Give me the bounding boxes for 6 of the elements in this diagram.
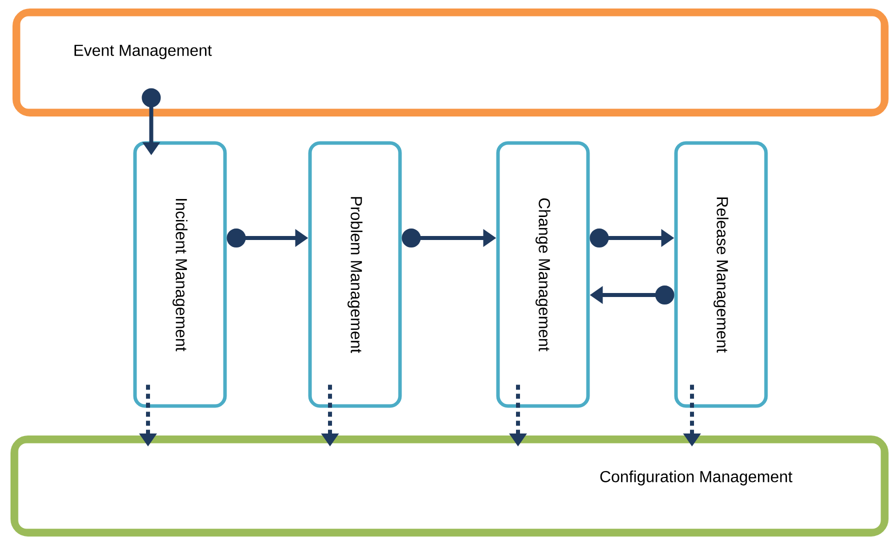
process-box: Problem Management <box>308 141 402 408</box>
process-box: Release Management <box>674 141 768 408</box>
event-band: Event Management <box>12 8 888 116</box>
process-box: Change Management <box>496 141 590 408</box>
configuration-band: Configuration Management <box>10 436 888 536</box>
process-box: Incident Management <box>133 141 227 408</box>
